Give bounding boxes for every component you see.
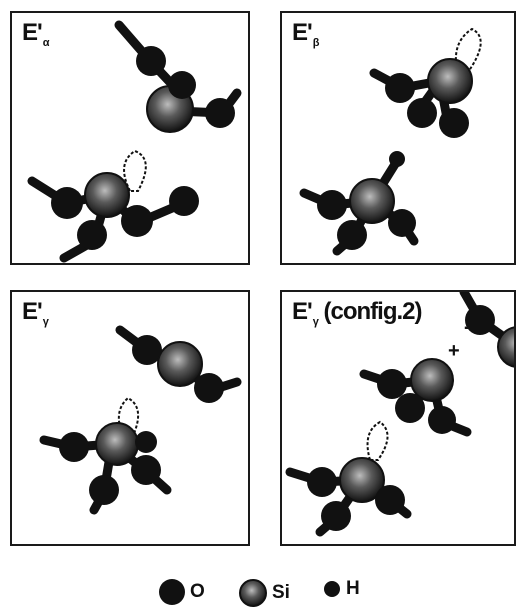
oxygen-atom (169, 186, 199, 216)
legend-label: O (190, 581, 205, 602)
oxygen-atom (132, 335, 162, 365)
oxygen-atom (388, 209, 416, 237)
panel-label: E'α (22, 19, 49, 49)
oxygen-atom (136, 46, 166, 76)
panel-label: E'γ (22, 298, 49, 328)
oxygen-atom (321, 501, 351, 531)
legend-item-silicon: Si (238, 578, 290, 608)
panel-e-beta: E'β (280, 11, 516, 265)
silicon-atom (157, 341, 203, 387)
silicon-atom (84, 172, 130, 218)
oxygen-atom (428, 406, 456, 434)
oxygen-atom (59, 432, 89, 462)
silicon-atom (349, 178, 395, 224)
panel-e-gamma: E'γ (10, 290, 250, 546)
oxygen-atom (439, 108, 469, 138)
molecule-diagram (299, 27, 482, 256)
molecule-diagram (285, 292, 514, 537)
silicon-atom (497, 326, 514, 368)
oxygen-atom (135, 431, 157, 453)
oxygen-atom (317, 190, 347, 220)
oxygen-atom (131, 455, 161, 485)
negative-charge-label: - (464, 316, 471, 338)
silicon-atom (339, 457, 385, 503)
molecule-diagram (39, 325, 242, 515)
oxygen-atom (121, 205, 153, 237)
panel-label: E'β (292, 19, 319, 49)
legend-item-hydrogen: H (322, 578, 360, 600)
oxygen-atom (307, 467, 337, 497)
dangling-bond-orbital (123, 149, 147, 192)
positive-charge-label: + (448, 340, 460, 362)
legend-label: Si (272, 582, 290, 603)
dangling-bond-orbital (366, 420, 389, 461)
oxygen-atom (77, 220, 107, 250)
panel-e-gamma-config2: E'γ (config.2) + - (280, 290, 516, 546)
oxygen-atom (385, 73, 415, 103)
oxygen-atom (377, 369, 407, 399)
oxygen-atom (168, 71, 196, 99)
oxygen-atom (337, 220, 367, 250)
silicon-atom (427, 58, 473, 104)
legend-item-oxygen: O (158, 578, 205, 606)
silicon-atom-icon (239, 579, 267, 607)
oxygen-atom (194, 373, 224, 403)
oxygen-atom (51, 187, 83, 219)
oxygen-atom (375, 485, 405, 515)
oxygen-atom (407, 98, 437, 128)
molecule-diagram (27, 20, 242, 263)
oxygen-atom-icon (159, 579, 185, 605)
silicon-atom (410, 358, 454, 402)
oxygen-atom (395, 393, 425, 423)
oxygen-atom (465, 305, 495, 335)
panel-label: E'γ (config.2) (292, 298, 422, 328)
silicon-atom (95, 422, 139, 466)
legend-label: H (346, 578, 360, 599)
oxygen-atom (205, 98, 235, 128)
hydrogen-atom-icon (324, 581, 340, 597)
hydrogen-atom (389, 151, 405, 167)
dangling-bond-orbital (454, 27, 482, 76)
panel-e-alpha: E'α (10, 11, 250, 265)
oxygen-atom (89, 475, 119, 505)
